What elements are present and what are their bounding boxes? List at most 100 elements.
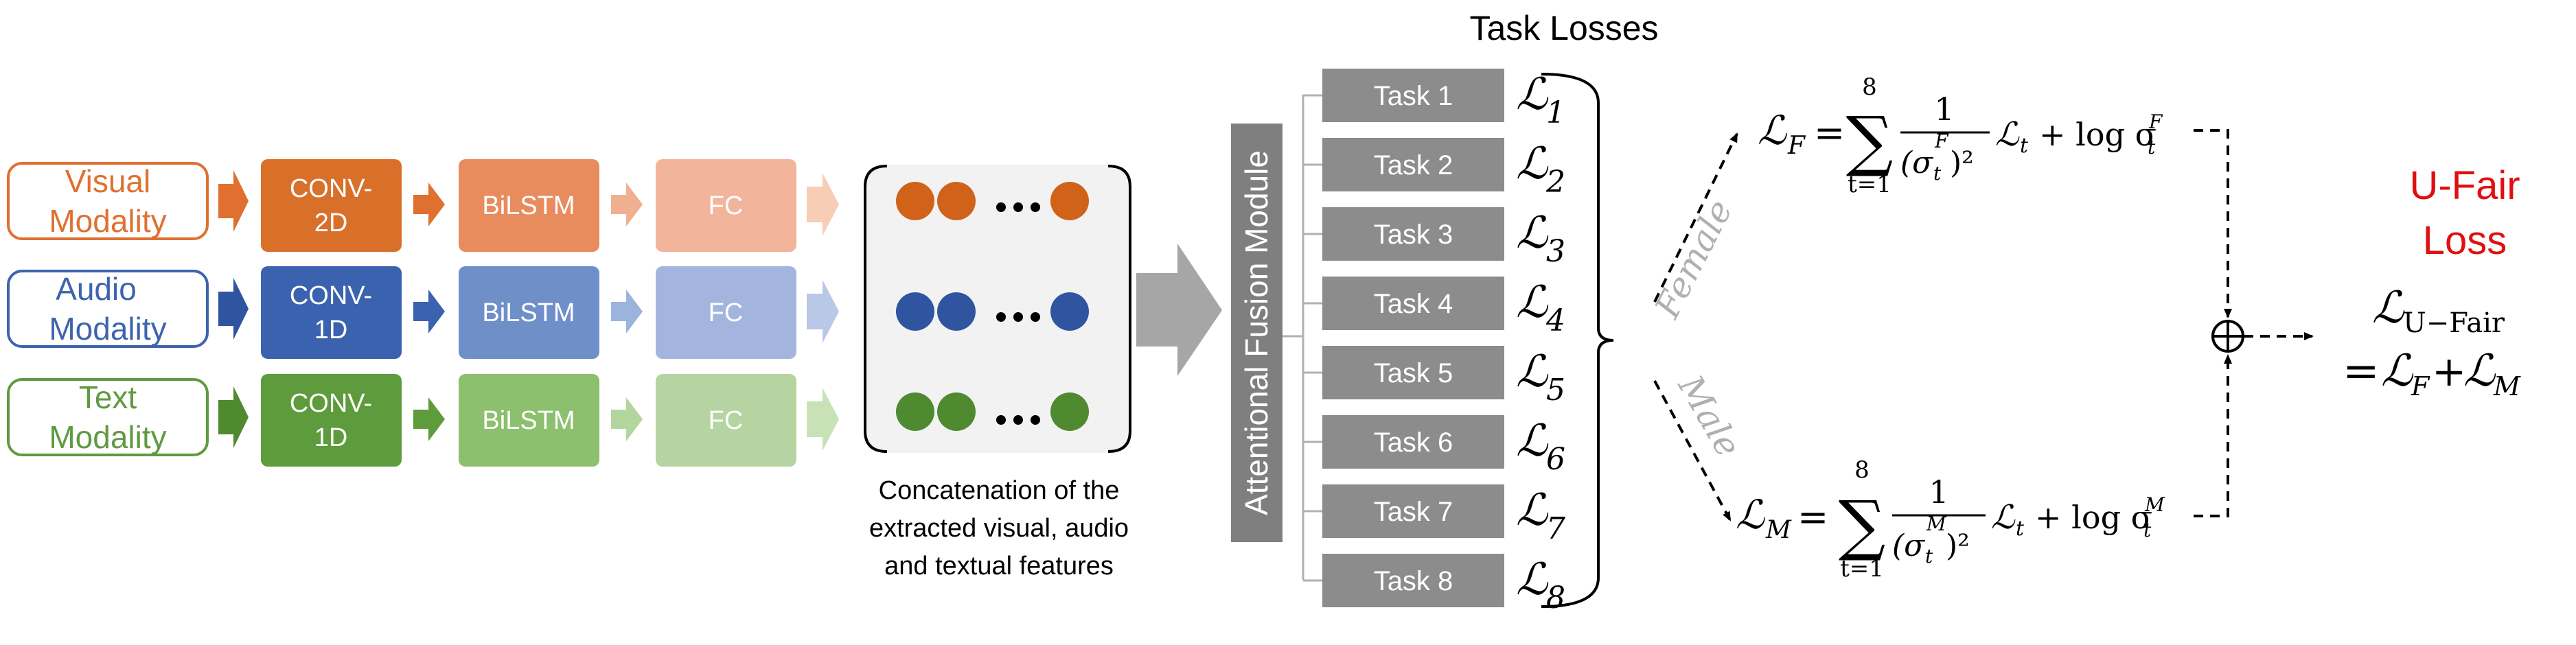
female-term-sub: t <box>2020 134 2029 158</box>
oplus-icon <box>2211 320 2244 353</box>
ufair-loss: U-Fair Loss ℒ U−Fair = ℒ F + ℒ M <box>2343 163 2521 401</box>
visual-modality-box <box>7 162 209 240</box>
text-bilstm-label: BiLSTM <box>482 406 575 435</box>
visual-conv-label-1: CONV- <box>290 174 372 203</box>
male-frac-den: (σ <box>1892 528 1926 563</box>
ellipsis-dot <box>996 202 1006 212</box>
audio-modality-label-1: Audio <box>56 271 137 307</box>
text-feature-dot <box>896 392 934 431</box>
task-branch-lines <box>1303 94 1322 582</box>
text-modality-row: Text Modality CONV- 1D BiLSTM FC <box>7 374 839 467</box>
task-box <box>1322 484 1504 538</box>
text-modality-label-1: Text <box>79 379 137 415</box>
task-label: Task 2 <box>1374 150 1453 180</box>
task-label: Task 1 <box>1374 81 1453 111</box>
ellipsis-dot <box>1013 415 1023 425</box>
female-frac-den-sup: F <box>1934 130 1949 152</box>
text-arrow-3 <box>611 397 643 441</box>
visual-modality-row: Visual Modality CONV- 2D BiLSTM FC <box>7 159 839 252</box>
visual-bilstm-box <box>459 159 599 252</box>
female-frac-den-sub: t <box>1933 162 1942 185</box>
female-lhs-sub: F <box>1787 132 1806 160</box>
male-frac-den-sub: t <box>1925 545 1933 567</box>
task-box <box>1322 346 1504 399</box>
male-tail: + log σ <box>2035 499 2152 536</box>
task-loss-symbol: ℒ <box>1516 139 1549 189</box>
fusion-label: Attentional Fusion Module <box>1239 150 1274 515</box>
visual-arrow-1 <box>218 170 249 232</box>
visual-arrow-4 <box>807 173 839 236</box>
task-box <box>1322 277 1504 330</box>
female-tail: + log σ <box>2039 116 2157 153</box>
audio-arrow-3 <box>611 290 643 333</box>
female-tail-sub: t <box>2148 136 2156 159</box>
task-label: Task 4 <box>1374 289 1453 319</box>
audio-modality-row: Audio Modality CONV- 1D BiLSTM FC <box>7 266 839 359</box>
female-tail-sup: F <box>2148 110 2163 133</box>
male-tail-sup: M <box>2144 493 2165 516</box>
text-modality-box <box>7 378 209 456</box>
audio-feature-dot <box>1050 292 1089 331</box>
male-frac-num: 1 <box>1929 473 1948 511</box>
audio-bilstm-box <box>459 266 599 359</box>
audio-conv-label-1: CONV- <box>290 281 372 310</box>
visual-fc-box <box>656 159 796 252</box>
task-box <box>1322 207 1504 261</box>
fusion-bar <box>1231 124 1283 542</box>
text-fc-box <box>656 374 796 467</box>
text-conv-label-1: CONV- <box>290 389 372 418</box>
ellipsis-dot <box>996 312 1006 322</box>
male-to-sum-connector <box>2194 354 2232 517</box>
female-lhs-symbol: ℒ <box>1758 107 1787 154</box>
audio-conv-box <box>261 266 402 359</box>
task-loss-subscript: 2 <box>1545 165 1565 200</box>
task-label: Task 6 <box>1374 427 1453 458</box>
task-loss-symbol: ℒ <box>1516 347 1549 397</box>
audio-modality-label-2: Modality <box>49 311 166 347</box>
fusion-input-arrow <box>1136 244 1222 376</box>
female-sum-symbol: ∑ <box>1846 102 1894 179</box>
male-lhs-symbol: ℒ <box>1736 491 1765 538</box>
text-conv-box <box>261 374 402 467</box>
concat-caption-1: Concatenation of the <box>879 476 1120 505</box>
feature-concatenation-panel: Concatenation of the extracted visual, a… <box>864 165 1131 580</box>
male-term-sub: t <box>2016 517 2025 541</box>
audio-fc-box <box>656 266 796 359</box>
concat-right-bracket <box>1107 165 1131 453</box>
text-feature-dot <box>937 392 976 431</box>
ellipsis-dot <box>1031 202 1040 212</box>
male-frac-den-sup: M <box>1926 513 1947 535</box>
female-sum-lower: t=1 <box>1848 171 1891 198</box>
task-loss-subscript: 8 <box>1546 580 1565 615</box>
task-loss-subscript: 5 <box>1546 373 1565 408</box>
visual-feature-dot <box>937 182 976 220</box>
audio-arrow-4 <box>807 280 839 343</box>
task-losses-brace <box>1541 73 1614 608</box>
text-conv-label-2: 1D <box>314 423 348 452</box>
ufair-equals: = <box>2343 346 2380 397</box>
male-sum-symbol: ∑ <box>1839 486 1886 563</box>
concat-caption-3: and textual features <box>884 552 1114 580</box>
audio-feature-dot <box>937 292 976 331</box>
task-loss-symbol: ℒ <box>1516 554 1549 605</box>
ufair-plus: + <box>2432 348 2466 396</box>
ufair-rhs-f-symbol: ℒ <box>2381 346 2414 397</box>
task-loss-symbol: ℒ <box>1516 485 1549 536</box>
concat-caption-2: extracted visual, audio <box>869 514 1129 543</box>
task-label: Task 5 <box>1374 358 1453 388</box>
audio-arrow-2 <box>413 290 445 333</box>
text-arrow-2 <box>413 397 445 441</box>
ellipsis-dot <box>1031 312 1040 322</box>
male-tail-sub: t <box>2143 519 2152 541</box>
female-sum-upper: 8 <box>1862 73 1877 101</box>
text-arrow-4 <box>807 388 839 451</box>
task-loss-subscript: 6 <box>1546 442 1565 477</box>
ellipsis-dot <box>996 415 1006 425</box>
ufair-rhs-m-sub: M <box>2493 371 2521 401</box>
male-branch-label: Male <box>1670 368 1748 463</box>
visual-arrow-2 <box>413 183 445 226</box>
text-feature-dot <box>1050 392 1089 431</box>
male-sum-upper: 8 <box>1854 456 1870 484</box>
concat-box <box>864 165 1131 453</box>
task-loss-symbol: ℒ <box>1516 208 1549 259</box>
